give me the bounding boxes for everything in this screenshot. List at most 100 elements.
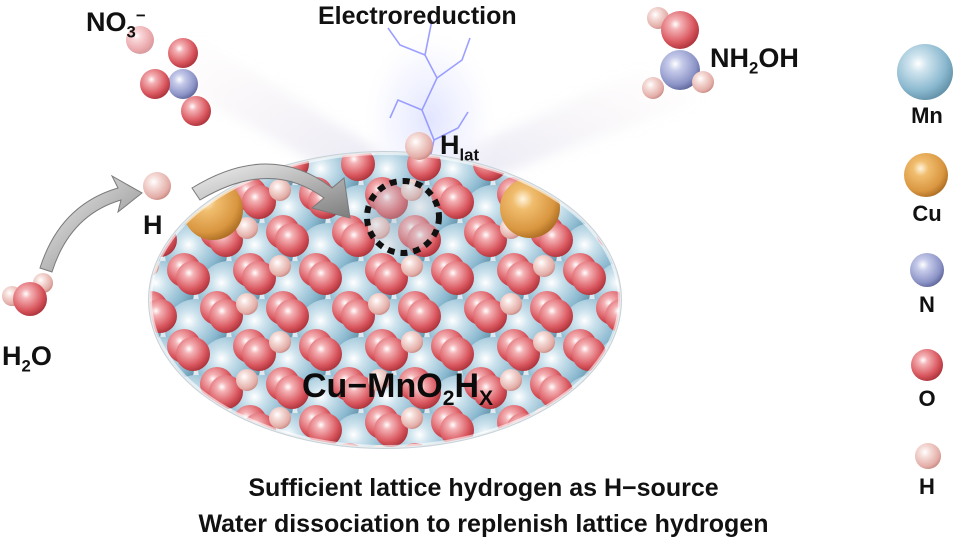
mn-atom <box>594 413 621 448</box>
o-atom <box>638 261 672 295</box>
h-atom <box>401 407 423 429</box>
o-atom <box>341 375 375 409</box>
mn-atom <box>660 261 722 323</box>
o-atom <box>374 261 408 295</box>
h-atom <box>764 369 786 391</box>
h-atom <box>632 217 654 239</box>
o-atom <box>407 375 441 409</box>
h-atom <box>401 255 423 277</box>
o-atom <box>563 405 597 439</box>
o-atom <box>770 413 804 447</box>
surface-pre: Cu−MnO <box>302 367 443 405</box>
o-atom <box>473 299 507 333</box>
mn-atom <box>726 261 788 323</box>
h2o-sub: 2 <box>21 356 31 376</box>
o-atom <box>440 185 474 219</box>
o-atom <box>473 375 507 409</box>
o-atom <box>662 291 696 325</box>
mn-atom <box>627 147 689 209</box>
lattice-h-atom <box>405 132 433 160</box>
legend-atoms <box>897 44 953 469</box>
mn-atom <box>693 147 755 209</box>
product-beam <box>440 70 700 190</box>
h-atom <box>269 179 291 201</box>
cu-atom <box>500 178 560 238</box>
mn-atom <box>726 337 788 399</box>
h-atom <box>665 407 687 429</box>
o-atom <box>242 261 276 295</box>
o-atom <box>440 337 474 371</box>
caption-line-1: Sufficient lattice hydrogen as H−source <box>248 474 719 502</box>
h-atom <box>764 217 786 239</box>
mn-atom <box>561 152 621 209</box>
nitrate-main: NO <box>86 7 127 37</box>
o-atom <box>737 299 771 333</box>
hydroxylamine-label: NH2OH <box>710 45 799 77</box>
o-atom <box>374 413 408 447</box>
o-atom <box>275 223 309 257</box>
h-atom <box>236 293 258 315</box>
o-atom <box>605 375 621 409</box>
o-atom <box>275 299 309 333</box>
nh2oh-post: OH <box>758 43 799 73</box>
water-label: H2O <box>2 343 52 375</box>
nitrate-sub: 3 <box>126 22 136 42</box>
mn-atom <box>693 375 755 437</box>
o-atom <box>737 375 771 409</box>
mn-atom <box>660 185 722 247</box>
mn-atom <box>149 375 161 437</box>
h-atom <box>236 217 258 239</box>
o-atom <box>728 291 762 325</box>
o-atom <box>242 185 276 219</box>
o-atom <box>101 329 135 363</box>
legend-label-n: N <box>919 292 935 317</box>
o-atom <box>440 261 474 295</box>
h-atom <box>500 293 522 315</box>
o-atom <box>374 185 408 219</box>
active-site-marker <box>364 178 442 256</box>
o-atom <box>695 329 729 363</box>
o-atom <box>596 443 621 448</box>
o-atom <box>770 261 804 295</box>
h-atom <box>236 369 258 391</box>
o-atom <box>662 443 696 477</box>
o-atom <box>539 299 573 333</box>
o-atom <box>308 413 342 447</box>
h-atom-icon <box>915 443 941 469</box>
free-h-atom <box>143 172 171 200</box>
dissociation-arrow <box>39 174 143 273</box>
o-atom <box>737 223 771 257</box>
o-atom <box>704 185 738 219</box>
mn-atom <box>726 185 788 247</box>
mn-atom <box>627 223 689 285</box>
lattice-hydrogen-label: Hlat <box>440 132 479 164</box>
o-atom <box>209 375 243 409</box>
mn-atom <box>660 413 722 475</box>
o-atom <box>530 443 564 448</box>
o-atom <box>638 337 672 371</box>
o-atom <box>101 405 135 439</box>
h-atom <box>632 445 654 467</box>
o-atom <box>662 215 696 249</box>
o-atom <box>275 375 309 409</box>
o-atom <box>629 177 663 211</box>
o-atom <box>671 223 705 257</box>
surface-sub2: X <box>479 386 494 410</box>
o-atom <box>200 443 234 448</box>
nh2oh-pre: NH <box>710 43 749 73</box>
h-atom <box>368 293 390 315</box>
h-atom <box>236 445 258 448</box>
o-atom <box>704 261 738 295</box>
mn-atom <box>528 413 590 448</box>
title-electroreduction: Electroreduction <box>318 2 517 30</box>
h-atom <box>665 255 687 277</box>
nitrate-molecule <box>126 26 211 126</box>
o-atom <box>149 375 177 409</box>
mn-atom <box>594 185 621 247</box>
o-atom <box>341 223 375 257</box>
h-atom <box>401 331 423 353</box>
mn-atom <box>627 299 689 361</box>
h-atom <box>500 369 522 391</box>
hydrogen-label: H <box>143 210 163 240</box>
